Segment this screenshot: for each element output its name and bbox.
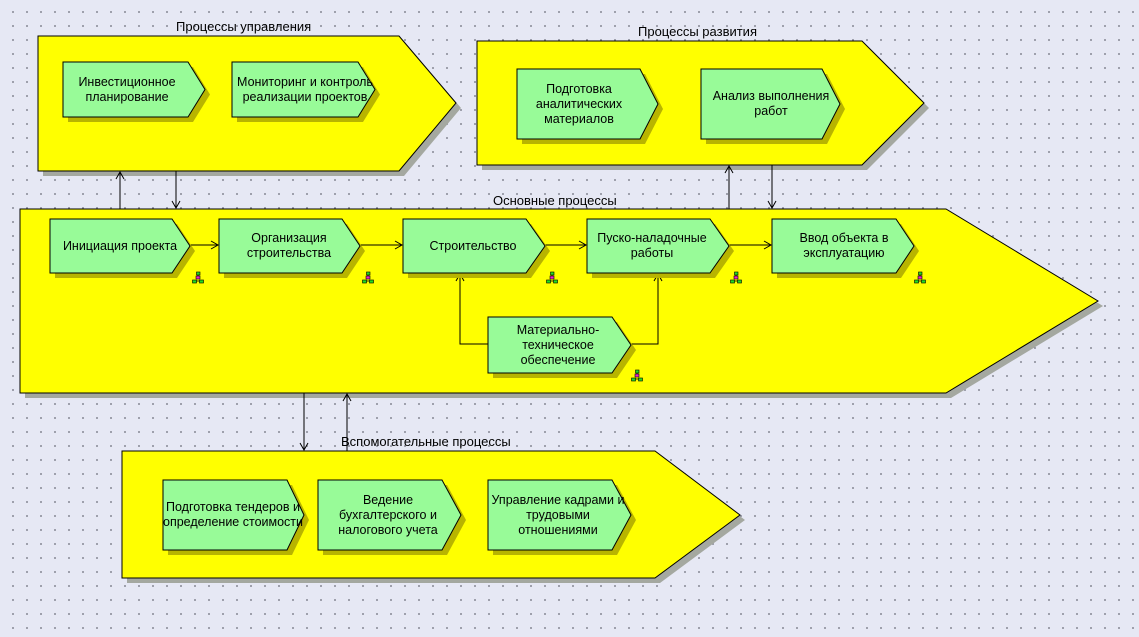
process-box[interactable] xyxy=(162,479,305,551)
process-box[interactable] xyxy=(700,68,841,140)
process-box[interactable] xyxy=(317,479,462,551)
group-title-support: Вспомогательные процессы xyxy=(341,434,511,449)
process-box[interactable] xyxy=(49,218,191,274)
hierarchy-icon[interactable] xyxy=(546,271,558,284)
hierarchy-icon[interactable] xyxy=(631,369,643,382)
group-title-core: Основные процессы xyxy=(493,193,617,208)
process-box[interactable] xyxy=(402,218,546,274)
hierarchy-icon[interactable] xyxy=(914,271,926,284)
process-box[interactable] xyxy=(771,218,915,274)
group-title-development: Процессы развития xyxy=(638,24,757,39)
process-box[interactable] xyxy=(516,68,659,140)
group-title-management: Процессы управления xyxy=(176,19,312,34)
flow-arrow-supply-to-construction xyxy=(455,272,488,345)
process-box[interactable] xyxy=(487,316,632,374)
process-box[interactable] xyxy=(231,61,376,118)
flow-arrow-supply-to-commissioning xyxy=(630,272,663,345)
process-box[interactable] xyxy=(218,218,361,274)
hierarchy-icon[interactable] xyxy=(192,271,204,284)
hierarchy-icon[interactable] xyxy=(362,271,374,284)
process-box[interactable] xyxy=(586,218,730,274)
hierarchy-icon[interactable] xyxy=(730,271,742,284)
process-box[interactable] xyxy=(487,479,632,551)
process-box[interactable] xyxy=(62,61,206,118)
